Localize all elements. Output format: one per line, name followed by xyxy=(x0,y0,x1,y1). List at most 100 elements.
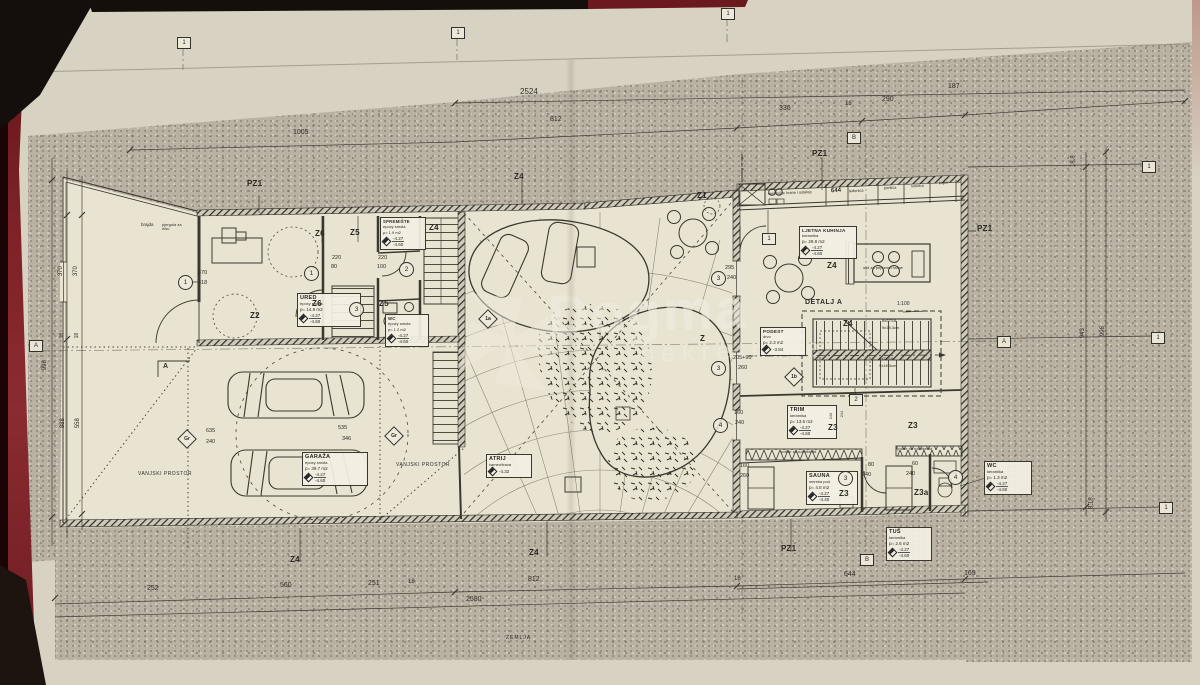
zone-label-z6: Z6 xyxy=(312,299,322,308)
opening-marker-1: 1 xyxy=(178,275,193,290)
dim: 100 xyxy=(377,264,387,270)
opening-marker-3: 3 xyxy=(838,471,853,486)
opening-marker-4: 4 xyxy=(713,418,728,433)
dim: 240 xyxy=(727,275,737,281)
dim: 220 xyxy=(332,255,342,261)
room-material: epoxy smola xyxy=(300,301,323,306)
dim: 812 xyxy=(528,576,540,583)
note-644: 644 xyxy=(830,187,842,195)
opening-marker-3: 3 xyxy=(711,361,726,376)
dim: 318 xyxy=(198,280,208,286)
zone-label-z4: Z4 xyxy=(429,223,439,232)
dim: 240 xyxy=(862,472,872,478)
room-label-sauna: SAUNA smreka pod p= 4.8 m2 -4.27-4.40 xyxy=(806,471,858,506)
note-ledenica: ledenica xyxy=(848,187,864,194)
planting-scribble xyxy=(537,304,698,502)
zone-label-pz1: PZ1 xyxy=(781,544,797,553)
zone-label-z: Z xyxy=(700,334,706,343)
dim: 187 xyxy=(948,83,960,90)
dim: 244 xyxy=(839,410,845,418)
dim: 370 xyxy=(57,266,64,277)
dim: 80 xyxy=(331,264,338,270)
dim: 2524 xyxy=(520,87,538,96)
detail-a xyxy=(747,310,947,397)
zone-label-z5: Z5 xyxy=(350,228,360,237)
room-name: URED xyxy=(300,295,317,301)
dim: 18 xyxy=(74,332,81,339)
dim: 80 xyxy=(868,462,875,468)
dim: 558 xyxy=(74,418,81,429)
zone-label-z4: Z4 xyxy=(529,548,539,557)
dim: 60 xyxy=(912,461,919,467)
note-brajda: brajda xyxy=(141,222,154,227)
detail-steps: 8x27/18 xyxy=(879,356,894,361)
dim: 2580 xyxy=(466,596,482,603)
zone-label-z4: Z4 xyxy=(843,319,853,328)
opening-marker-3: 3 xyxy=(349,302,364,317)
box-marker-1: 1 xyxy=(762,233,776,245)
note-susilica: sušilica xyxy=(910,182,924,189)
section-marker-b: B xyxy=(860,554,874,566)
dim: 295 xyxy=(725,265,735,271)
zone-label-z5: Z5 xyxy=(379,299,389,308)
opening-marker-4: 4 xyxy=(948,470,963,485)
detail-steps: 8x27/18 xyxy=(882,318,897,323)
room-label-trim: TRIM keramika p= 13.6 m2 -4.27-4.60 xyxy=(787,405,837,440)
dim: 370 xyxy=(198,270,208,276)
dim: 18 xyxy=(845,101,852,107)
detail-steps: 9x18.3cm xyxy=(879,363,897,368)
windows xyxy=(60,260,741,441)
lounge-chairs xyxy=(481,221,580,299)
dim: 1005 xyxy=(293,129,309,136)
room-label-wc-right: WC keramika p= 1.3 m2 -4.27-4.60 xyxy=(984,461,1032,496)
zone-label-z6: Z6 xyxy=(315,229,325,238)
note-bojler: bojler xyxy=(938,179,949,186)
dim: 240 xyxy=(735,420,745,426)
dim: 535 xyxy=(338,425,348,431)
dim: 251 xyxy=(368,580,380,587)
dim: 290 xyxy=(882,96,894,103)
dim: 943 xyxy=(1079,328,1086,339)
grid-marker: 1 xyxy=(1142,161,1156,173)
dim: 336 xyxy=(779,105,791,112)
dim: 644 xyxy=(844,571,856,578)
dim: 220 xyxy=(378,255,388,261)
note-perilica: perilica xyxy=(883,184,897,191)
room-label-wc-left: WC epoxy smola p= 1.2 m2 -4.27-4.60 xyxy=(385,314,429,348)
zone-label-z4: Z4 xyxy=(827,261,837,270)
dim: 18 xyxy=(59,332,66,339)
section-marker-a: A xyxy=(29,340,43,352)
dim: 205+90 xyxy=(733,355,752,361)
note-zemlja: ZEMLJA xyxy=(506,635,532,641)
room-label-garaza: GARAŽA epoxy smola p= 39.7 m2 -4.27-4.60 xyxy=(302,452,368,487)
interior-walls xyxy=(62,176,966,523)
zone-label-z2: Z2 xyxy=(250,311,260,320)
dim: 370 xyxy=(72,266,79,277)
room-label-spremiste: SPREMIŠTE epoxy smola p= 1.9 m2 -4.27-4.… xyxy=(380,217,426,251)
room-label-podest: PODEST drvo p= 2.3 m2 -3.84 xyxy=(760,327,806,356)
box-marker-2: 2 xyxy=(849,394,863,406)
furniture xyxy=(211,180,963,511)
room-label-ljetna-kuhinja: LJETNA KUHINJA keramika p= 29.8 m2 -4.27… xyxy=(799,226,857,260)
grid-marker: 1 xyxy=(1151,332,1165,344)
zone-label-z3: Z3 xyxy=(828,423,838,432)
opening-marker-2: 2 xyxy=(399,262,414,277)
dim: 996 xyxy=(1099,326,1106,337)
dim: 252 xyxy=(147,585,159,592)
detail-title: DETALJ A xyxy=(805,299,843,306)
dim: 18 xyxy=(734,576,741,582)
watermark-brand: Dogma xyxy=(546,276,749,347)
note-vanjski-prostor: VANJSKI PROSTOR xyxy=(138,471,192,477)
zone-label-z1: Z1 xyxy=(697,191,707,200)
zone-label-z4: Z4 xyxy=(290,555,300,564)
dim: 8,18 xyxy=(1088,497,1095,509)
dim: 240 xyxy=(906,471,916,477)
note-police: police za ručnike itd. xyxy=(897,446,934,451)
zone-label-z4: Z4 xyxy=(514,172,524,181)
dim: 260 xyxy=(738,365,748,371)
grid-marker: 1 xyxy=(177,37,191,49)
dashed-lines xyxy=(39,18,1001,622)
